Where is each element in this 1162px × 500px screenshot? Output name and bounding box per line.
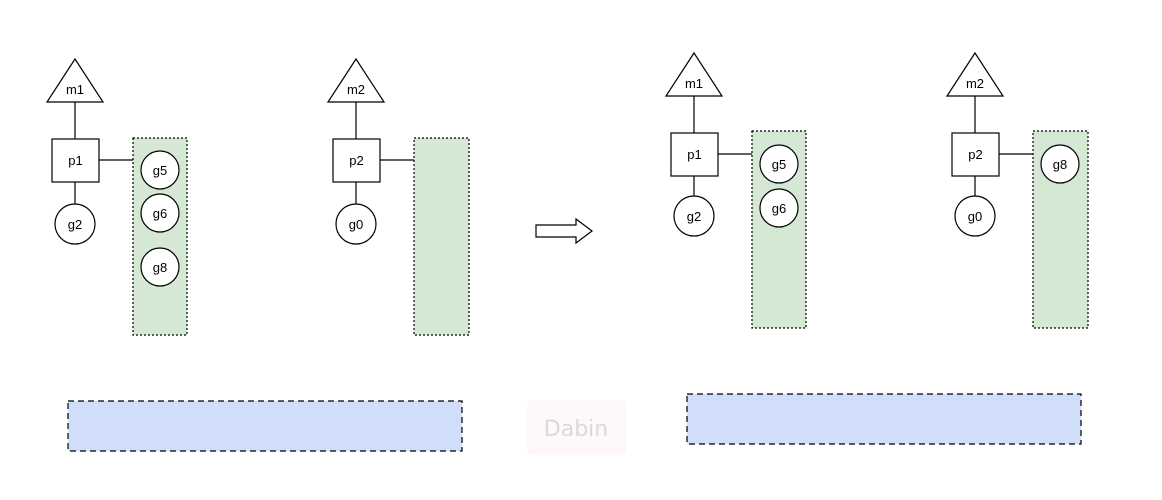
processor-p2-label: p2: [349, 153, 363, 168]
goroutine-g2-label: g2: [68, 217, 82, 232]
watermark-text: Dabin: [544, 417, 608, 442]
left-machine-1: m1 p1 g2 g5 g6 g8: [45, 57, 188, 336]
processor-p1-box: [670, 132, 719, 177]
watermark: Dabin: [527, 400, 627, 455]
machine-m1-label: m1: [66, 82, 84, 97]
goroutine-g5-circle: [140, 150, 180, 190]
goroutine-g6-circle: [140, 193, 180, 233]
right-state: m1 p1 g2 g5 g6 m2 p2 g0: [664, 51, 1089, 445]
machine-m2-label: m2: [966, 76, 984, 91]
goroutine-g5-label: g5: [153, 163, 167, 178]
processor-p1-box: [51, 138, 100, 183]
goroutine-g2-label: g2: [687, 209, 701, 224]
right-machine-2: m2 p2 g0 g8: [945, 51, 1089, 329]
machine-m2-label: m2: [347, 82, 365, 97]
right-machine-1: m1 p1 g2 g5 g6: [664, 51, 807, 329]
goroutine-g2-circle: [54, 203, 96, 245]
goroutine-g8-circle: [1040, 144, 1080, 184]
goroutine-g2-circle: [673, 195, 715, 237]
global-run-queue: [686, 393, 1082, 445]
left-machine-2: m2 p2 g0: [326, 57, 470, 336]
processor-p1-label: p1: [687, 147, 701, 162]
goroutine-g5-circle: [759, 144, 799, 184]
goroutine-g6-circle: [759, 188, 799, 228]
goroutine-g8-label: g8: [153, 260, 167, 275]
goroutine-g8-circle: [140, 247, 180, 287]
local-run-queue: [413, 137, 470, 336]
goroutine-g0-circle: [954, 195, 996, 237]
processor-p2-box: [332, 138, 381, 183]
goroutine-g5-label: g5: [772, 157, 786, 172]
left-state: m1 p1 g2 g5 g6 g8 m2 p2 g0: [45, 57, 470, 452]
goroutine-g0-circle: [335, 203, 377, 245]
goroutine-g8-label: g8: [1053, 157, 1067, 172]
goroutine-g0-label: g0: [349, 217, 363, 232]
goroutine-g6-label: g6: [153, 206, 167, 221]
goroutine-g6-label: g6: [772, 201, 786, 216]
processor-p1-label: p1: [68, 153, 82, 168]
machine-m1-label: m1: [685, 76, 703, 91]
transition-arrow-icon: [535, 217, 593, 245]
processor-p2-label: p2: [968, 147, 982, 162]
global-run-queue: [67, 400, 463, 452]
goroutine-g0-label: g0: [968, 209, 982, 224]
